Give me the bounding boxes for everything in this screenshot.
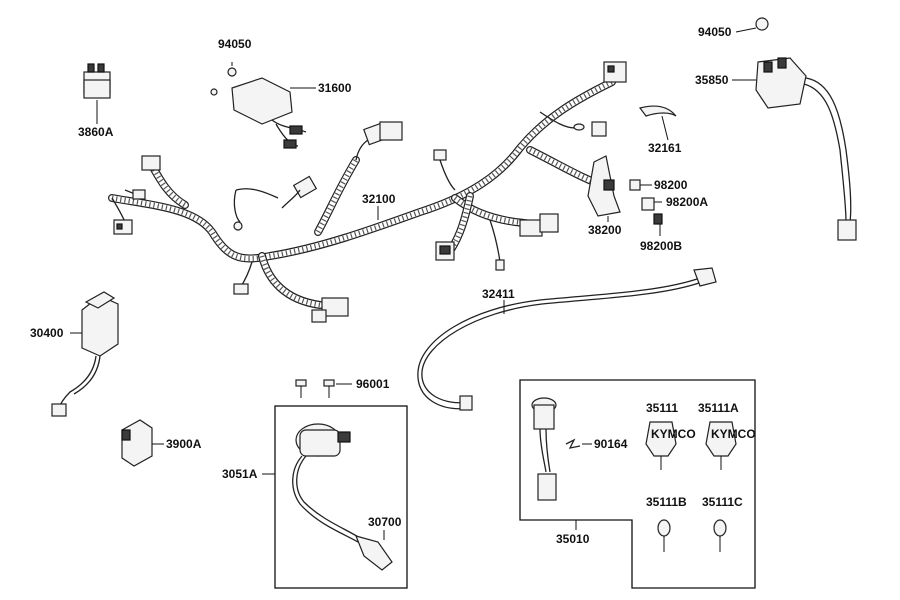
label-90164: 90164 — [594, 437, 628, 451]
label-32100: 32100 — [362, 192, 396, 206]
key-brand-text-a: KYMCO — [651, 427, 696, 441]
label-35111A: 35111A — [698, 401, 739, 415]
cdi-unit-30400 — [51, 291, 119, 417]
label-30700: 30700 — [368, 515, 402, 529]
label-35850: 35850 — [695, 73, 729, 87]
ignition-switch-group-35010: KYMCO KYMCO — [519, 379, 756, 589]
label-35010: 35010 — [556, 532, 590, 546]
harness-connectors — [111, 61, 627, 323]
label-98200A: 98200A — [666, 195, 708, 209]
label-98200B: 98200B — [640, 239, 682, 253]
regulator-31600 — [210, 62, 316, 149]
bolts-96001 — [295, 379, 352, 398]
label-3900A: 3900A — [166, 437, 202, 451]
fuse-box-38200 — [587, 155, 663, 236]
label-94050-b: 94050 — [698, 25, 732, 39]
label-35111B: 35111B — [646, 495, 687, 509]
label-96001: 96001 — [356, 377, 390, 391]
label-32411: 32411 — [482, 287, 515, 301]
clip-32161 — [638, 105, 677, 141]
label-94050-a: 94050 — [218, 37, 252, 51]
label-98200: 98200 — [654, 178, 688, 192]
cable-32411 — [417, 267, 717, 411]
label-32161: 32161 — [648, 141, 682, 155]
starter-relay-35850 — [732, 17, 857, 241]
key-brand-text-b: KYMCO — [711, 427, 756, 441]
ignition-coil-group-3051A — [262, 405, 408, 589]
label-35111C: 35111C — [702, 495, 743, 509]
label-3051A: 3051A — [222, 467, 258, 481]
main-wire-harness — [108, 78, 616, 309]
flasher-3900A — [121, 419, 164, 467]
label-35111: 35111 — [646, 401, 678, 415]
label-31600: 31600 — [318, 81, 352, 95]
label-30400: 30400 — [30, 326, 64, 340]
label-38200: 38200 — [588, 223, 622, 237]
label-3860A: 3860A — [78, 125, 114, 139]
part-labels: 3860A 94050 31600 32100 94050 35850 3216… — [30, 25, 743, 546]
relay-3860A — [83, 63, 111, 124]
